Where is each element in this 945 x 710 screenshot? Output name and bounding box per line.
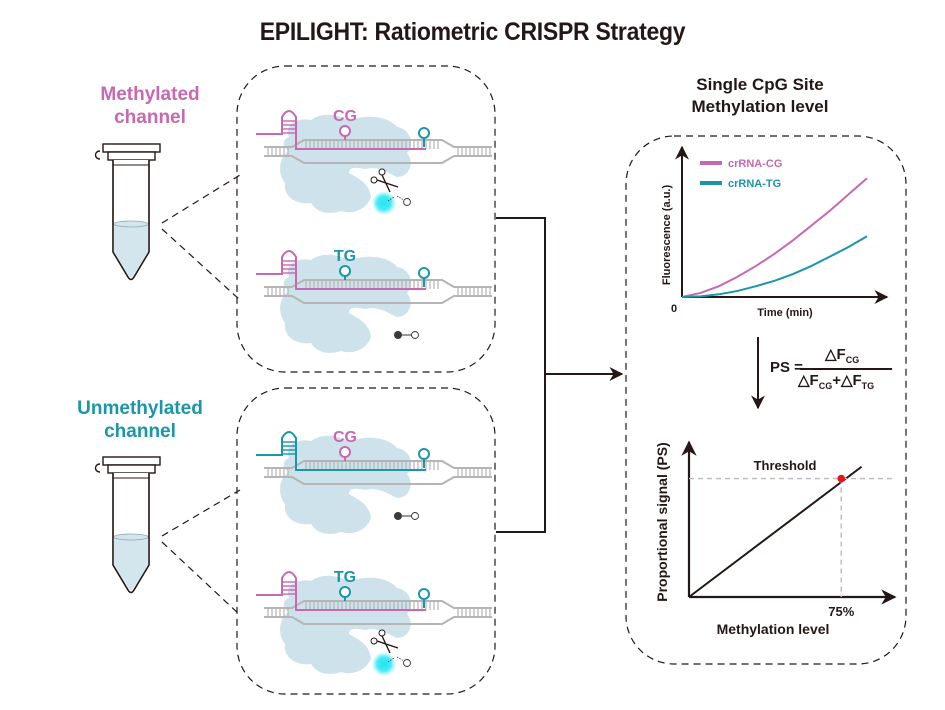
methylated-tube-icon: [94, 143, 161, 281]
crRNA-strand: [256, 110, 426, 150]
numerator-sub: CG: [845, 355, 860, 365]
right-panel-title-line2: Methylation level: [691, 97, 829, 116]
methylated-reaction-panel: [236, 65, 496, 373]
target-base-label: TG: [334, 569, 356, 586]
y-axis-label: Fluorescence (a.u.): [661, 185, 673, 286]
crRNA-strand: [256, 571, 426, 611]
formula-denominator: △FCG+△FTG: [798, 371, 874, 391]
unmethylated-channel-label: Unmethylated channel: [40, 397, 240, 443]
reaction-0-0: CG: [256, 108, 492, 215]
series-line-crRNA-TG: [681, 235, 868, 298]
target-base-label: CG: [333, 429, 357, 446]
quencher-icon: [403, 198, 411, 206]
x-axis-label: Time (min): [757, 307, 813, 319]
target-base-label: CG: [333, 108, 357, 125]
quencher-icon: [411, 331, 419, 339]
denominator-plus: +: [832, 372, 841, 389]
target-dna: [264, 139, 492, 164]
right-panel-title-line1: Single CpG Site: [696, 75, 824, 94]
cpg-site-marker: [339, 446, 351, 458]
fluorescence-chart: crRNA-CG crRNA-TG Time (min) Fluorescence (…: [661, 145, 889, 319]
x-axis-label: Methylation level: [717, 621, 830, 637]
methylated-channel-label-line2: channel: [114, 107, 186, 128]
unmethylated-tube-icon: [94, 456, 161, 594]
reaction-1-0: CG: [256, 429, 492, 534]
unmethylated-channel-label-line2: channel: [104, 421, 176, 442]
fraction-bar: [800, 368, 892, 370]
legend-label-crRNA-TG: crRNA-TG: [728, 178, 781, 190]
scissors-icon: [370, 168, 399, 193]
unmethylated-reaction-panel: [236, 387, 496, 695]
figure-title: EPILIGHT: Ratiometric CRISPR Strategy: [259, 18, 686, 46]
right-site-marker: [418, 267, 430, 279]
reaction-1-1: TG: [256, 569, 492, 676]
denominator-term-b: △F: [840, 372, 862, 389]
quencher-icon: [403, 659, 411, 667]
formula-numerator: △FCG: [825, 345, 859, 365]
crRNA-strand: [256, 250, 426, 290]
ps-formula: PS = △FCG △FCG+△FTG: [770, 345, 900, 395]
methylated-channel-label-line1: Methylated: [100, 84, 200, 105]
target-base-label: TG: [334, 248, 356, 265]
threshold-point: [837, 474, 846, 483]
right-panel-title: Single CpG Site Methylation level: [640, 74, 880, 118]
crRNA-strand: [256, 431, 426, 471]
denominator-term-a: △F: [798, 372, 819, 389]
ps-line: [688, 465, 863, 598]
zoom-lines: [161, 174, 241, 616]
right-site-marker: [418, 588, 430, 600]
cpg-site-marker: [339, 265, 351, 277]
y-axis-label: Proportional signal (PS): [654, 442, 670, 601]
target-dna: [264, 279, 492, 304]
denominator-sub-a: CG: [818, 381, 833, 391]
quencher-icon: [411, 512, 419, 520]
reaction-0-1: TG: [256, 248, 492, 353]
fluorescence-glow: [372, 652, 396, 676]
scissors-icon: [370, 629, 399, 654]
right-site-marker: [418, 448, 430, 460]
right-site-marker: [418, 127, 430, 139]
target-dna: [264, 600, 492, 625]
legend-label-crRNA-CG: crRNA-CG: [728, 158, 782, 170]
cpg-site-marker: [339, 586, 351, 598]
analysis-panel: [625, 135, 907, 665]
methylated-channel-label: Methylated channel: [60, 83, 240, 129]
fluorophore-icon: [394, 331, 402, 339]
threshold-label: Threshold: [754, 458, 817, 473]
cpg-site-marker: [339, 125, 351, 137]
origin-label: 0: [671, 303, 677, 315]
formula-lhs: PS =: [770, 359, 803, 376]
fluorophore-icon: [394, 512, 402, 520]
target-dna: [264, 460, 492, 485]
tick-label-75: 75%: [828, 604, 854, 619]
ps-chart: Threshold 75% Methylation level Proportiona…: [654, 440, 897, 637]
unmethylated-channel-label-line1: Unmethylated: [77, 398, 203, 419]
merge-bracket: [496, 217, 624, 533]
denominator-sub-b: TG: [861, 381, 875, 391]
numerator-term: △F: [825, 346, 846, 363]
fluorescence-glow: [372, 191, 396, 215]
series-line-crRNA-CG: [681, 177, 868, 298]
